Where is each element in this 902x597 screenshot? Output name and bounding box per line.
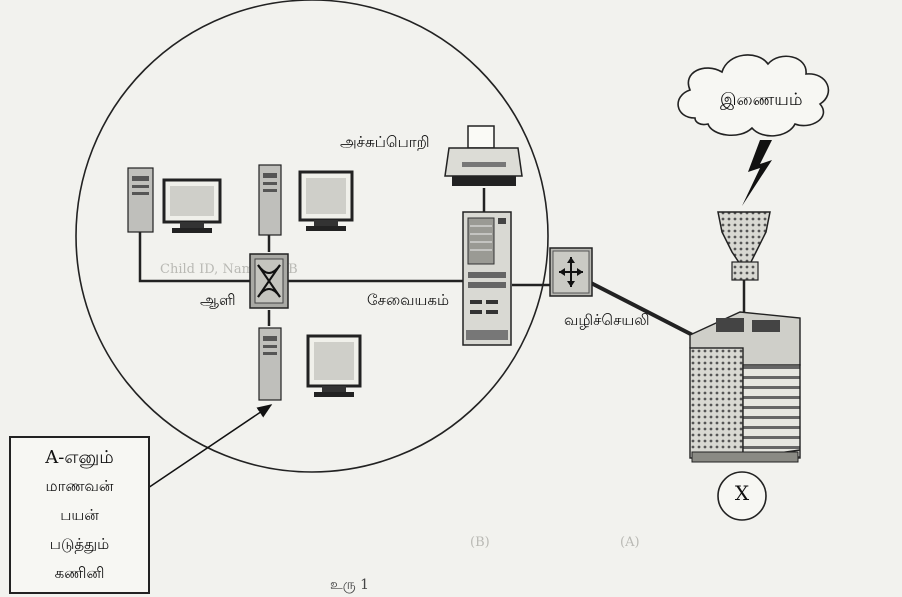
firewall-icon — [717, 211, 771, 281]
computer-icon — [258, 327, 362, 401]
printer-icon — [444, 125, 523, 186]
cloud-icon — [677, 54, 830, 137]
student-computer-callout: A-எனும் மாணவன் பயன் படுத்தும் கணினி — [9, 436, 150, 594]
callout-line-2: மாணவன் — [45, 476, 114, 495]
internet-label: இணையம் — [720, 90, 803, 110]
computer-icon — [258, 164, 354, 236]
computer-icon — [127, 167, 222, 233]
router-label: வழிச்செயலி — [564, 311, 650, 329]
bleed-text-3: (A) — [620, 535, 640, 550]
bleed-text-2: (B) — [470, 535, 490, 550]
lan-boundary-circle — [75, 0, 549, 473]
x-marker-circle — [717, 471, 767, 521]
switch-label: ஆளி — [200, 291, 236, 309]
server-icon — [462, 211, 512, 346]
router-icon — [549, 247, 593, 297]
callout-line-3: பயன் — [60, 505, 99, 524]
x-marker-label: X — [734, 481, 750, 505]
callout-line-5: கணினி — [54, 563, 105, 582]
callout-line-4: படுத்தும் — [49, 534, 110, 553]
printer-label: அச்சுப்பொறி — [340, 133, 430, 151]
lan-cables — [138, 188, 550, 326]
callout-line-1: A-எனும் — [45, 446, 114, 468]
server-label: சேவையகம் — [367, 291, 450, 309]
pointer-arrow — [144, 404, 273, 491]
switch-icon — [249, 253, 289, 309]
figure-caption: உரு 1 — [330, 577, 370, 593]
lightning-icon — [742, 140, 772, 206]
server-rack-icon — [689, 311, 801, 463]
